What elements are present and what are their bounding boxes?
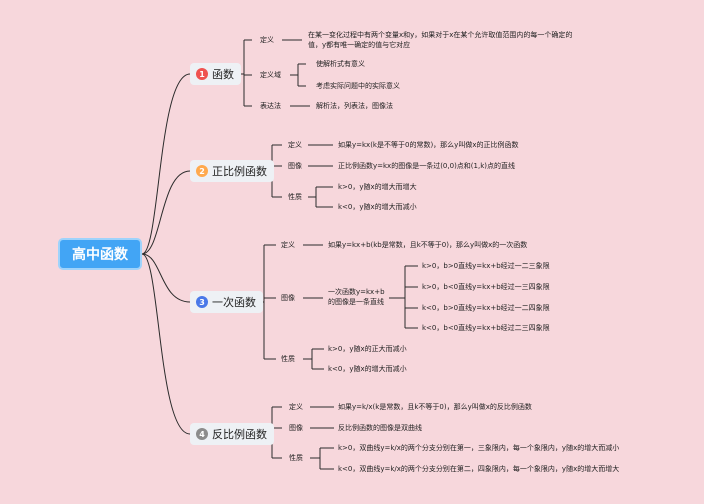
text-property-2: k<0，y随x的增大而减小	[328, 365, 407, 373]
label-definition: 定义	[281, 241, 295, 249]
number-badge-icon: 4	[196, 428, 208, 440]
branch-title: 正比例函数	[212, 165, 267, 178]
text-definition: 如果y=kx(k是不等于0的常数)，那么y叫做x的正比例函数	[338, 141, 519, 149]
text-graph: 正比例函数y=kx的图像是一条过(0,0)点和(1,k)点的直线	[338, 162, 515, 170]
root-node[interactable]: 高中函数	[58, 238, 142, 270]
text-quadrant-3: k<0，b>0直线y=kx+b经过一二四象限	[422, 304, 550, 312]
label-definition: 定义	[289, 403, 303, 411]
text-quadrant-1: k>0，b>0直线y=kx+b经过一二三象限	[422, 262, 550, 270]
label-representation: 表达法	[260, 102, 281, 110]
branch-title: 函数	[212, 68, 234, 81]
text-representation: 解析法，列表法，图像法	[316, 102, 393, 110]
label-domain: 定义域	[260, 71, 281, 79]
text-domain-2: 考虑实际问题中的实际意义	[316, 82, 400, 90]
text-graph: 一次函数y=kx+b的图像是一条直线	[328, 288, 385, 306]
number-badge-icon: 1	[196, 68, 208, 80]
label-definition: 定义	[288, 141, 302, 149]
label-graph: 图像	[281, 294, 295, 302]
branch-proportional-function[interactable]: 2 正比例函数	[190, 160, 274, 182]
number-badge-icon: 3	[196, 296, 208, 308]
branch-title: 反比例函数	[212, 428, 267, 441]
text-property-1: k>0，y随x的正大而减小	[328, 345, 407, 353]
label-property: 性质	[281, 355, 295, 363]
text-quadrant-2: k>0，b<0直线y=kx+b经过一三四象限	[422, 283, 550, 291]
text-property-2: k<0，y随x的增大而减小	[338, 203, 417, 211]
label-graph: 图像	[289, 424, 303, 432]
text-quadrant-4: k<0，b<0直线y=kx+b经过二三四象限	[422, 324, 550, 332]
branch-linear-function[interactable]: 3 一次函数	[190, 291, 263, 313]
label-property: 性质	[289, 454, 303, 462]
branch-inverse-proportional-function[interactable]: 4 反比例函数	[190, 423, 274, 445]
number-badge-icon: 2	[196, 165, 208, 177]
text-definition: 如果y=kx+b(kb是常数，且k不等于0)，那么y叫做x的一次函数	[328, 241, 528, 249]
label-property: 性质	[288, 193, 302, 201]
text-domain-1: 使解析式有意义	[316, 60, 365, 68]
text-property-1: k>0，y随x的增大而增大	[338, 183, 417, 191]
branch-title: 一次函数	[212, 296, 256, 309]
text-graph: 反比例函数的图像是双曲线	[338, 424, 422, 432]
label-definition: 定义	[260, 36, 274, 44]
branch-function[interactable]: 1 函数	[190, 63, 241, 85]
text-property-1: k>0，双曲线y=k/x的两个分支分别在第一，三象限内，每一个象限内，y随x的增…	[338, 444, 620, 452]
label-graph: 图像	[288, 162, 302, 170]
text-definition: 在某一变化过程中有两个变量x和y，如果对于x在某个允许取值范围内的每一个确定的值…	[308, 31, 573, 49]
text-definition: 如果y=k/x(k是常数，且k不等于0)，那么y叫做x的反比例函数	[338, 403, 532, 411]
text-property-2: k<0，双曲线y=k/x的两个分支分别在第二，四象限内，每一个象限内，y随x的增…	[338, 465, 620, 473]
